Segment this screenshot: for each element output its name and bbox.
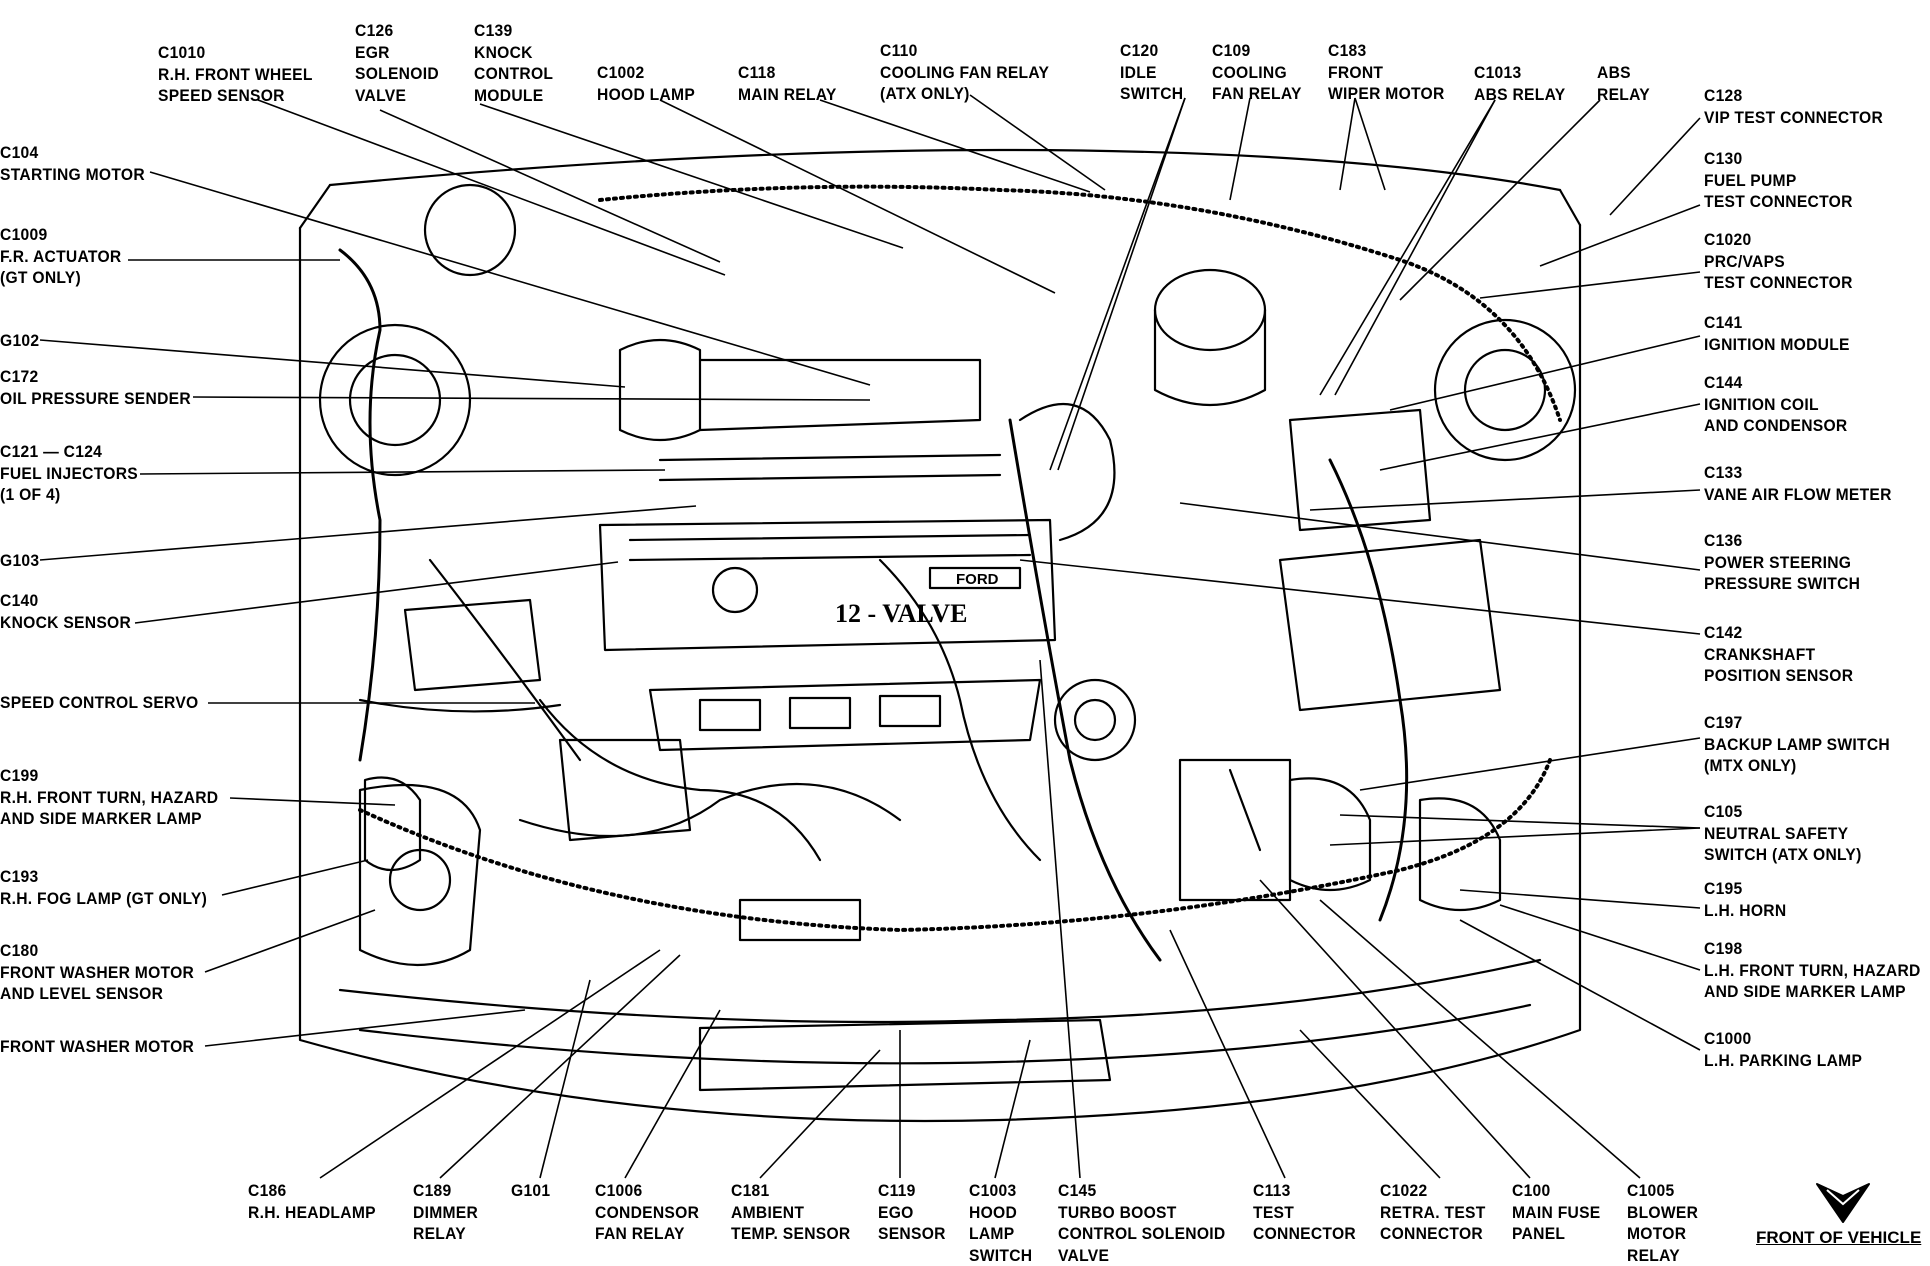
front-arrow-icon	[1816, 1183, 1870, 1223]
label-c141: C141 IGNITION MODULE	[1704, 313, 1850, 354]
label-c1020: C1020 PRC/VAPS TEST CONNECTOR	[1704, 230, 1853, 292]
label-c145: C145 TURBO BOOST CONTROL SOLENOID VALVE	[1058, 1181, 1226, 1265]
label-c140: C140 KNOCK SENSOR	[0, 591, 132, 632]
label-c1003: C1003 HOOD LAMP SWITCH	[969, 1181, 1033, 1265]
label-g103: G103	[0, 551, 40, 570]
label-c100: C100 MAIN FUSE PANEL	[1512, 1181, 1601, 1243]
label-c133: C133 VANE AIR FLOW METER	[1704, 463, 1892, 504]
label-c181: C181 AMBIENT TEMP. SENSOR	[731, 1181, 851, 1243]
label-abs-relay: ABS RELAY	[1597, 63, 1650, 104]
label-c1009: C1009 F.R. ACTUATOR (GT ONLY)	[0, 225, 122, 287]
label-c198: C198 L.H. FRONT TURN, HAZARD AND SIDE MA…	[1704, 939, 1921, 1001]
label-c105: C105 NEUTRAL SAFETY SWITCH (ATX ONLY)	[1704, 802, 1862, 864]
label-c1006: C1006 CONDENSOR FAN RELAY	[595, 1181, 700, 1243]
label-c113: C113 TEST CONNECTOR	[1253, 1181, 1356, 1243]
label-c126: C126 EGR SOLENOID VALVE	[355, 21, 439, 105]
label-c1005: C1005 BLOWER MOTOR RELAY	[1627, 1181, 1699, 1265]
label-c109: C109 COOLING FAN RELAY	[1212, 41, 1302, 103]
label-c1022: C1022 RETRA. TEST CONNECTOR	[1380, 1181, 1486, 1243]
label-c130: C130 FUEL PUMP TEST CONNECTOR	[1704, 149, 1853, 211]
label-g101: G101	[511, 1181, 551, 1200]
label-c199: C199 R.H. FRONT TURN, HAZARD AND SIDE MA…	[0, 766, 219, 828]
label-c142: C142 CRANKSHAFT POSITION SENSOR	[1704, 623, 1854, 685]
label-c189: C189 DIMMER RELAY	[413, 1181, 479, 1243]
ford-logo-text: FORD	[956, 571, 999, 588]
label-c110: C110 COOLING FAN RELAY (ATX ONLY)	[880, 41, 1050, 103]
label-g102: G102	[0, 331, 40, 350]
label-c121-c124: C121 — C124 FUEL INJECTORS (1 OF 4)	[0, 442, 138, 504]
label-c1000: C1000 L.H. PARKING LAMP	[1704, 1029, 1863, 1070]
label-c186: C186 R.H. HEADLAMP	[248, 1181, 376, 1222]
label-speed-control-servo: SPEED CONTROL SERVO	[0, 693, 199, 712]
label-c139: C139 KNOCK CONTROL MODULE	[474, 21, 554, 105]
label-c195: C195 L.H. HORN	[1704, 879, 1787, 920]
label-c119: C119 EGO SENSOR	[878, 1181, 946, 1243]
label-c128: C128 VIP TEST CONNECTOR	[1704, 86, 1884, 127]
leader-lines	[39, 94, 1701, 1179]
label-c104: C104 STARTING MOTOR	[0, 143, 145, 184]
label-c120: C120 IDLE SWITCH	[1120, 41, 1184, 103]
valve-cover-text: 12 - VALVE	[835, 599, 967, 628]
label-c172: C172 OIL PRESSURE SENDER	[0, 367, 191, 408]
label-c118: C118 MAIN RELAY	[738, 63, 837, 104]
label-c1013: C1013 ABS RELAY	[1474, 63, 1566, 104]
front-of-vehicle-label: FRONT OF VEHICLE	[1756, 1228, 1922, 1247]
label-c144: C144 IGNITION COIL AND CONDENSOR	[1704, 373, 1848, 435]
label-c136: C136 POWER STEERING PRESSURE SWITCH	[1704, 531, 1861, 593]
label-c183: C183 FRONT WIPER MOTOR	[1328, 41, 1445, 103]
label-c193: C193 R.H. FOG LAMP (GT ONLY)	[0, 867, 208, 908]
label-c1010: C1010 R.H. FRONT WHEEL SPEED SENSOR	[158, 43, 313, 105]
label-c1002: C1002 HOOD LAMP	[597, 63, 696, 104]
label-c180: C180 FRONT WASHER MOTOR AND LEVEL SENSOR	[0, 941, 195, 1003]
label-c197: C197 BACKUP LAMP SWITCH (MTX ONLY)	[1704, 713, 1890, 775]
label-front-washer-motor: FRONT WASHER MOTOR	[0, 1037, 195, 1056]
